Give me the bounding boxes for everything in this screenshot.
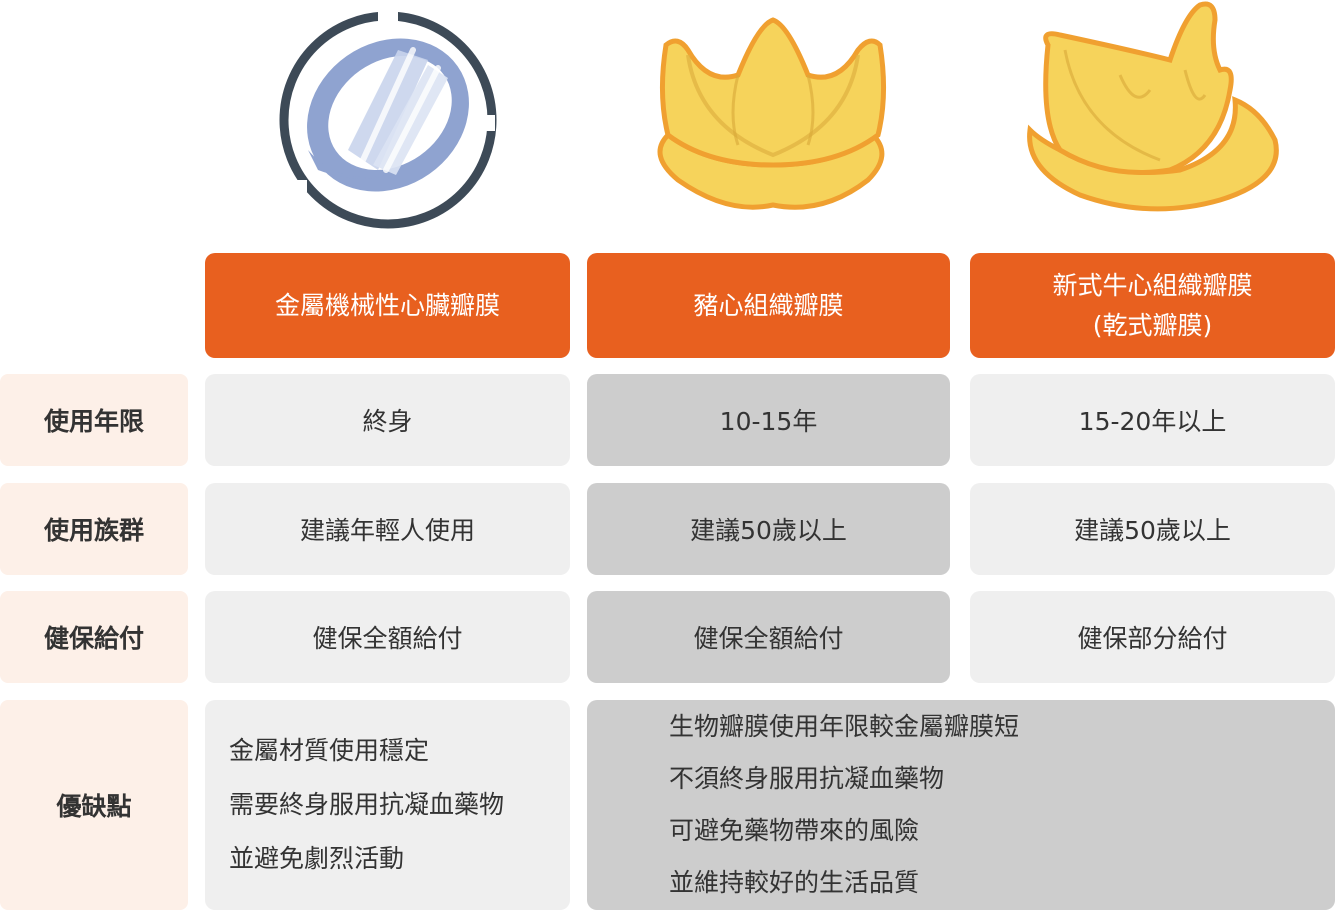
pros-cons-line: 生物瓣膜使用年限較金屬瓣膜短 xyxy=(669,712,1020,741)
cell-lifespan-porcine: 10-15年 xyxy=(587,374,950,466)
pros-cons-line: 不須終身服用抗凝血藥物 xyxy=(669,764,945,793)
header-porcine-valve: 豬心組織瓣膜 xyxy=(587,253,950,358)
cell-insurance-bovine: 健保部分給付 xyxy=(970,591,1335,683)
pros-cons-line: 可避免藥物帶來的風險 xyxy=(669,816,920,845)
row-label-lifespan: 使用年限 xyxy=(0,374,188,466)
header-mechanical-valve: 金屬機械性心臟瓣膜 xyxy=(205,253,570,358)
porcine-valve-icon xyxy=(657,17,887,210)
pros-cons-line: 並避免劇烈活動 xyxy=(229,844,405,873)
pros-cons-line: 需要終身服用抗凝血藥物 xyxy=(229,790,505,819)
header-title: 豬心組織瓣膜 xyxy=(693,290,844,320)
row-label-pros-cons: 優缺點 xyxy=(0,700,188,910)
header-subtitle: (乾式瓣膜) xyxy=(1092,310,1213,340)
cell-lifespan-bovine: 15-20年以上 xyxy=(970,374,1335,466)
cell-insurance-porcine: 健保全額給付 xyxy=(587,591,950,683)
cell-pros-cons-tissue: 生物瓣膜使用年限較金屬瓣膜短 不須終身服用抗凝血藥物 可避免藥物帶來的風險 並維… xyxy=(587,700,1335,910)
cell-lifespan-mechanical: 終身 xyxy=(205,374,570,466)
cell-group-mechanical: 建議年輕人使用 xyxy=(205,483,570,575)
row-label-insurance: 健保給付 xyxy=(0,591,188,683)
header-title: 新式牛心組織瓣膜 xyxy=(1052,270,1253,300)
row-label-target-group: 使用族群 xyxy=(0,483,188,575)
cell-pros-cons-mechanical: 金屬材質使用穩定 需要終身服用抗凝血藥物 並避免劇烈活動 xyxy=(205,700,570,910)
cell-group-porcine: 建議50歲以上 xyxy=(587,483,950,575)
pros-cons-line: 金屬材質使用穩定 xyxy=(229,736,430,765)
header-title: 金屬機械性心臟瓣膜 xyxy=(274,290,500,320)
bovine-valve-icon xyxy=(1027,1,1279,212)
cell-insurance-mechanical: 健保全額給付 xyxy=(205,591,570,683)
pros-cons-line: 並維持較好的生活品質 xyxy=(669,868,920,897)
mechanical-valve-icon xyxy=(279,11,497,229)
cell-group-bovine: 建議50歲以上 xyxy=(970,483,1335,575)
header-bovine-valve: 新式牛心組織瓣膜 (乾式瓣膜) xyxy=(970,253,1335,358)
